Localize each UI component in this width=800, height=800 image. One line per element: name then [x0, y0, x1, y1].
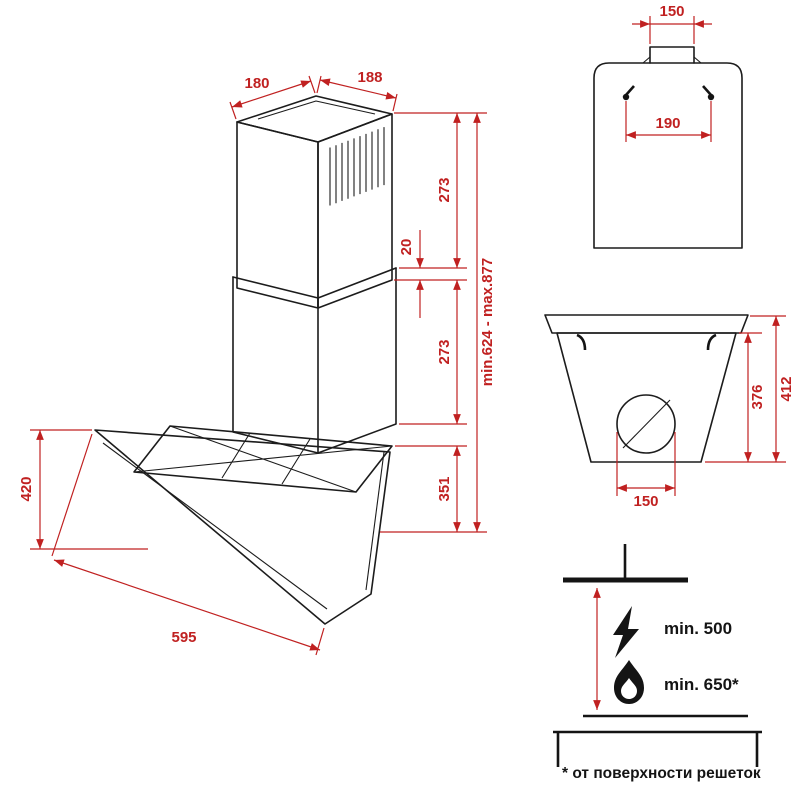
footnote-label: * от поверхности решеток — [562, 765, 761, 782]
dim-lower-section-height: 273 — [436, 339, 453, 364]
chimney-upper-left-face — [236, 121, 319, 309]
glass-panel — [94, 429, 391, 625]
ext-lines-hood-width — [51, 433, 325, 656]
dim-line-hood-width — [53, 559, 321, 651]
rear-hook-left — [576, 333, 587, 351]
hood-frame-braces — [133, 425, 393, 493]
outlet-circle — [616, 394, 676, 454]
mounting-hook-left-tail — [625, 85, 635, 96]
dim-mounting-holes-spacing: 190 — [655, 115, 680, 132]
top-view: 150 190 — [593, 3, 743, 249]
ext-lines-duct-width — [649, 16, 695, 44]
lightning-icon — [613, 606, 639, 658]
main-view: 180 188 273 20 273 351 min.624 - max.877… — [18, 69, 496, 656]
dim-hood-body-height: 351 — [436, 476, 453, 501]
outlet-circle-slash — [622, 399, 671, 449]
flame-icon — [614, 660, 644, 704]
dim-line-chimney-depth — [231, 80, 312, 108]
mounting-hook-right — [707, 93, 715, 101]
ext-lines-rear-heights — [705, 315, 786, 463]
gas-clearance-label: min. 650* — [664, 675, 739, 694]
glass-panel-right-inner-edge — [365, 451, 385, 591]
electric-clearance-label: min. 500 — [664, 619, 732, 638]
dim-hood-width: 595 — [171, 629, 196, 646]
top-view-duct-collar — [642, 56, 702, 64]
ext-lines-right-side — [380, 112, 487, 533]
chimney-vent-slots — [329, 127, 385, 206]
chimney-upper-right-face — [317, 113, 393, 309]
chimney-lower-left-face — [232, 276, 319, 454]
dim-body-height: 376 — [749, 384, 766, 409]
dim-overall-height: 412 — [778, 376, 795, 401]
install-counter — [553, 730, 762, 767]
dim-chimney-width: 188 — [357, 69, 382, 86]
mounting-hook-left — [622, 93, 630, 101]
chimney-upper-top-face — [236, 95, 393, 143]
chimney-upper-top-opening — [257, 100, 376, 120]
top-view-outline — [593, 62, 743, 249]
rear-view: 376 412 150 — [544, 314, 795, 510]
ext-lines-outlet-width — [616, 432, 676, 496]
rear-hook-right — [706, 333, 717, 351]
ext-lines-glass-height — [30, 429, 148, 550]
mounting-hook-right-tail — [702, 85, 712, 96]
rear-view-body — [556, 332, 737, 463]
dim-upper-section-height: 273 — [436, 177, 453, 202]
dim-line-chimney-width — [319, 78, 397, 100]
dim-chimney-depth: 180 — [244, 75, 269, 92]
ext-lines-chimney-top — [229, 75, 398, 120]
top-view-duct — [649, 46, 695, 64]
rear-view-lid — [544, 314, 749, 334]
glass-panel-inner-edge — [102, 442, 328, 610]
chimney-lower-right-face — [317, 267, 397, 454]
dim-height-range: min.624 - max.877 — [479, 258, 496, 386]
dim-outlet-width: 150 — [633, 493, 658, 510]
dim-glass-panel-height: 420 — [18, 476, 35, 501]
installation-view: min. 500 min. 650* * от поверхности реше… — [553, 544, 762, 782]
dim-duct-width: 150 — [659, 3, 684, 20]
dim-telescopic-overlap: 20 — [398, 239, 415, 256]
